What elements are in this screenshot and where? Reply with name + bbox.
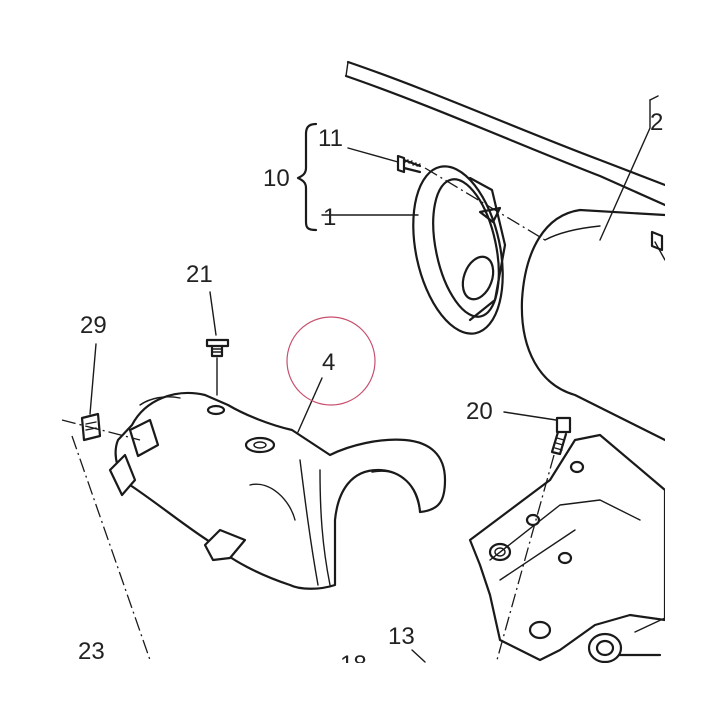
- callout-10: 10: [263, 165, 290, 192]
- callout-13: 13: [388, 623, 415, 650]
- muffler-assembly: [344, 60, 667, 442]
- callout-1: 1: [323, 204, 336, 231]
- bolt-part-20: [496, 416, 572, 661]
- clip-part-29: [61, 412, 141, 442]
- highlight-circle: [286, 316, 376, 406]
- crop-mask-bottom: [0, 663, 720, 720]
- callout-4: 4: [322, 349, 335, 376]
- screw-part-21: [205, 338, 230, 396]
- callout-23: 23: [78, 638, 105, 665]
- crop-mask-right: [665, 0, 720, 720]
- leader-lines: [89, 95, 659, 663]
- end-cap-part-1: [412, 165, 546, 335]
- callout-2: 2: [650, 109, 663, 136]
- centerline-23: [71, 435, 151, 661]
- callout-11: 11: [318, 125, 343, 152]
- callout-29: 29: [80, 312, 107, 339]
- frame-bracket: [468, 433, 667, 664]
- callout-21: 21: [186, 261, 213, 288]
- heat-shield-part-4: [108, 391, 447, 590]
- callout-20: 20: [466, 398, 493, 425]
- bracket-group-10: [296, 122, 318, 232]
- screw-part-11: [396, 154, 422, 174]
